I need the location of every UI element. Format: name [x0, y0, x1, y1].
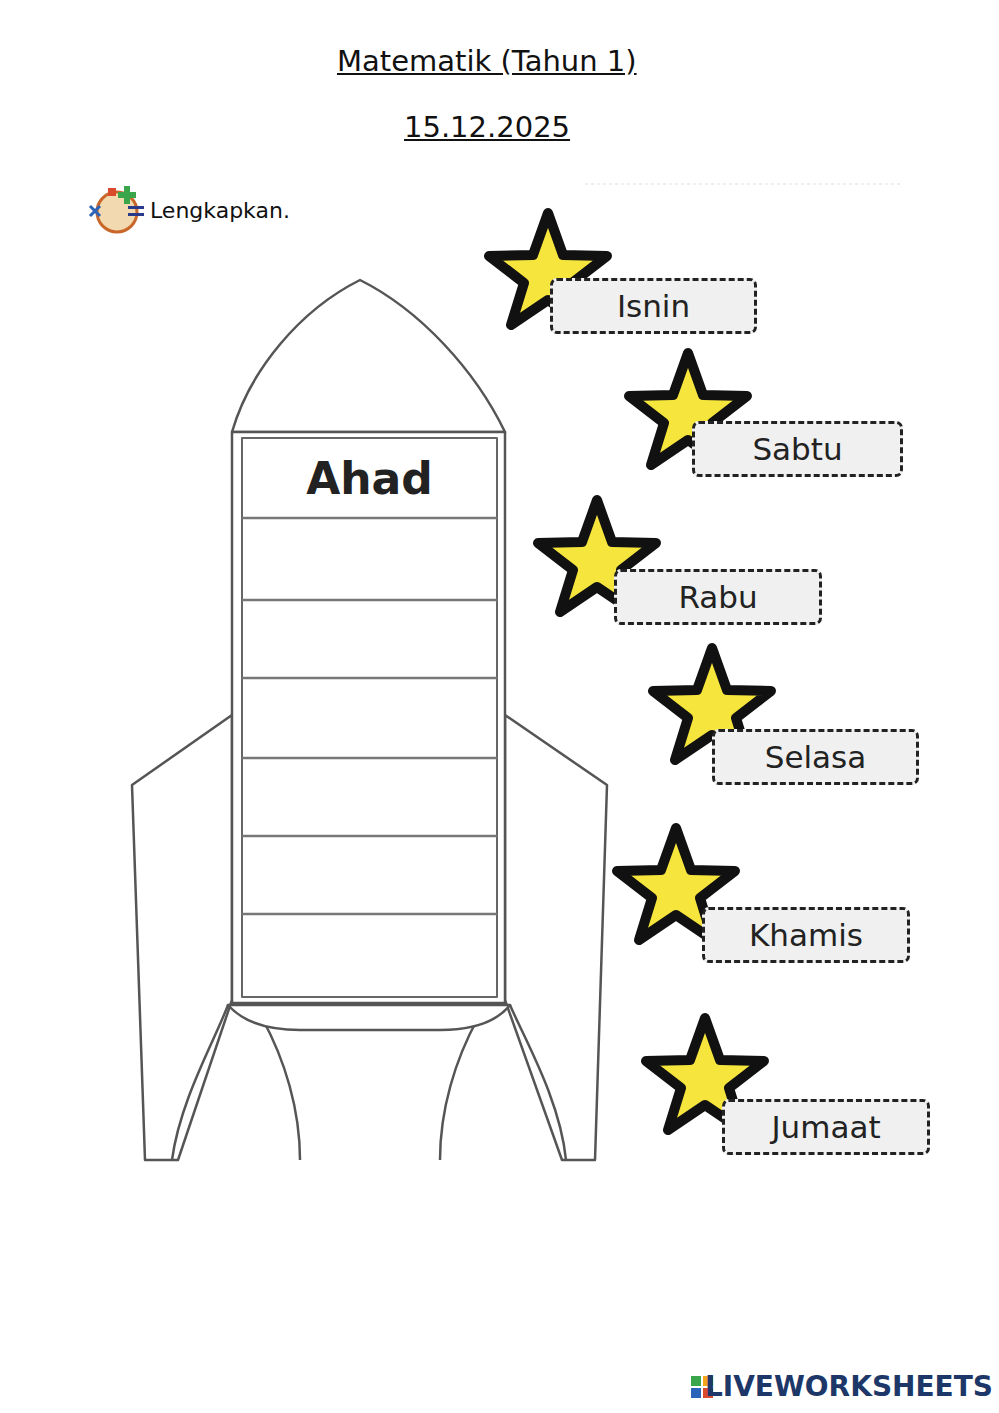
- instruction-icon: [90, 186, 144, 232]
- watermark-label: LIVEWORKSHEETS: [705, 1370, 993, 1403]
- instruction-label: Lengkapkan.: [150, 198, 290, 223]
- day-tag: Rabu: [614, 569, 822, 625]
- node-text: Khamis: [749, 917, 863, 953]
- node-text: Rabu: [678, 579, 757, 615]
- page-title: Matematik (Tahun 1): [337, 44, 637, 78]
- node-text: Ahad: [306, 453, 433, 504]
- day-tag: Khamis: [702, 907, 910, 963]
- node-text: Selasa: [765, 739, 867, 775]
- node-text: Isnin: [617, 288, 690, 324]
- node-text: Jumaat: [771, 1109, 880, 1145]
- day-tag: Sabtu: [692, 421, 903, 477]
- day-tag: Jumaat: [722, 1099, 930, 1155]
- day-tag: Isnin: [550, 278, 757, 334]
- node-text: Sabtu: [752, 431, 842, 467]
- date-label: 15.12.2025: [404, 110, 570, 144]
- day-tag: Selasa: [712, 729, 919, 785]
- day-slot: Ahad: [244, 440, 495, 516]
